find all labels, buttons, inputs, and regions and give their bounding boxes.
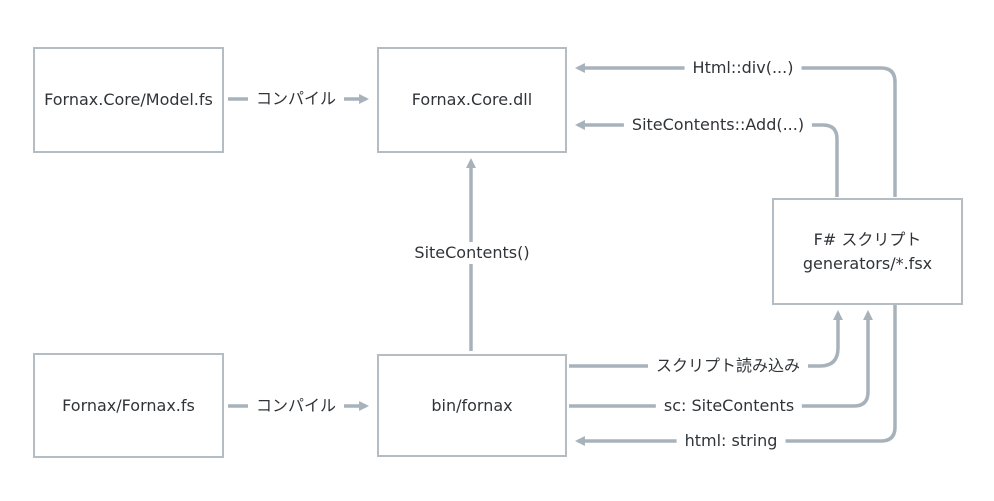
edge-label-html-div: Html::div(...) — [684, 57, 802, 79]
edge-sc-sitecontents-line — [569, 310, 873, 408]
edge-html-div-line — [575, 63, 897, 197]
node-label-line1: F# スクリプト — [813, 229, 922, 249]
edge-label-sitecontents-ctor: SiteContents() — [406, 242, 538, 264]
node-bin-fornax: bin/fornax — [377, 354, 567, 457]
edge-sitecontents-add-line — [575, 120, 839, 197]
node-fornax-fornax-fs: Fornax/Fornax.fs — [33, 353, 224, 458]
node-label: bin/fornax — [431, 395, 513, 415]
node-label: Fornax.Core.dll — [411, 90, 533, 109]
node-generators-fsx: F# スクリプト generators/*.fsx — [772, 198, 963, 305]
node-label-line2: generators/*.fsx — [802, 253, 933, 273]
edge-label-compile-bottom: コンパイル — [247, 395, 345, 417]
node-label: Fornax.Core/Model.fs — [44, 90, 213, 109]
edge-label-sc-sitecontents: sc: SiteContents — [655, 395, 803, 417]
edge-label-html-string: html: string — [676, 430, 786, 452]
edge-label-script-load: スクリプト読み込み — [647, 355, 809, 377]
node-label: Fornax/Fornax.fs — [62, 395, 195, 415]
edge-label-compile-top: コンパイル — [247, 88, 345, 110]
edge-label-sitecontents-add: SiteContents::Add(...) — [623, 114, 813, 136]
edge-script-load-line — [569, 310, 843, 368]
node-fornax-core-dll: Fornax.Core.dll — [377, 47, 567, 153]
node-fornax-core-model-fs: Fornax.Core/Model.fs — [33, 47, 224, 153]
edge-html-string-line — [575, 304, 897, 446]
